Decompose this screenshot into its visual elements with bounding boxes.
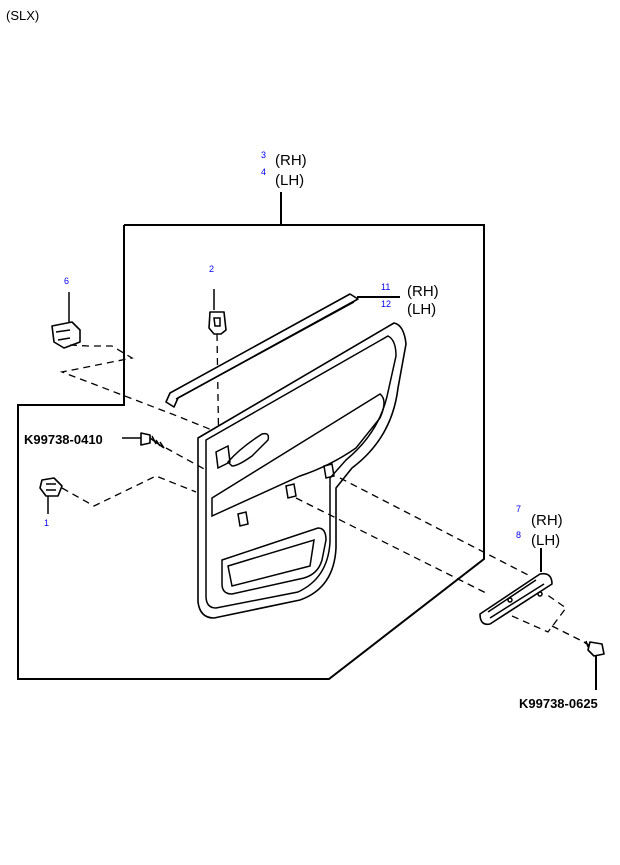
callout-panel: 3 4 (RH) (LH) bbox=[261, 150, 307, 189]
callout-num-11[interactable]: 11 bbox=[381, 282, 390, 292]
callout-num-2[interactable]: 2 bbox=[209, 264, 214, 274]
bracket-rh: (RH) bbox=[531, 512, 563, 529]
weatherstrip-rh: (RH) bbox=[407, 283, 439, 300]
fastener-part: 6 bbox=[51, 276, 81, 349]
armrest-bracket-part: 7 8 (RH) (LH) bbox=[479, 504, 567, 633]
screw-b-code: K99738-0625 bbox=[519, 696, 598, 711]
callout-num-1[interactable]: 1 bbox=[44, 518, 49, 528]
callout-num-7[interactable]: 7 bbox=[516, 504, 521, 514]
clip-part: 2 bbox=[208, 264, 227, 461]
callout-num-3[interactable]: 3 bbox=[261, 150, 266, 160]
callout-num-6[interactable]: 6 bbox=[64, 276, 69, 286]
grommet-part: 1 bbox=[39, 475, 197, 528]
door-trim-panel bbox=[197, 322, 407, 619]
callout-num-8[interactable]: 8 bbox=[516, 530, 521, 540]
fastener-path bbox=[59, 344, 213, 431]
bracket-path-a bbox=[339, 477, 531, 577]
screw-a-part: K99738-0410 bbox=[24, 432, 207, 471]
screw-a-code: K99738-0410 bbox=[24, 432, 103, 447]
callout-rh: (RH) bbox=[275, 152, 307, 169]
screw-b-part: K99738-0625 bbox=[519, 625, 605, 711]
variant-label: (SLX) bbox=[6, 8, 39, 23]
bracket-lh: (LH) bbox=[531, 532, 560, 549]
assembly-border bbox=[17, 224, 485, 680]
callout-lh: (LH) bbox=[275, 172, 304, 189]
weatherstrip-lh: (LH) bbox=[407, 301, 436, 318]
weatherstrip-part: 11 12 (RH) (LH) bbox=[165, 282, 439, 408]
callout-num-12[interactable]: 12 bbox=[381, 299, 391, 309]
callout-num-4[interactable]: 4 bbox=[261, 167, 266, 177]
